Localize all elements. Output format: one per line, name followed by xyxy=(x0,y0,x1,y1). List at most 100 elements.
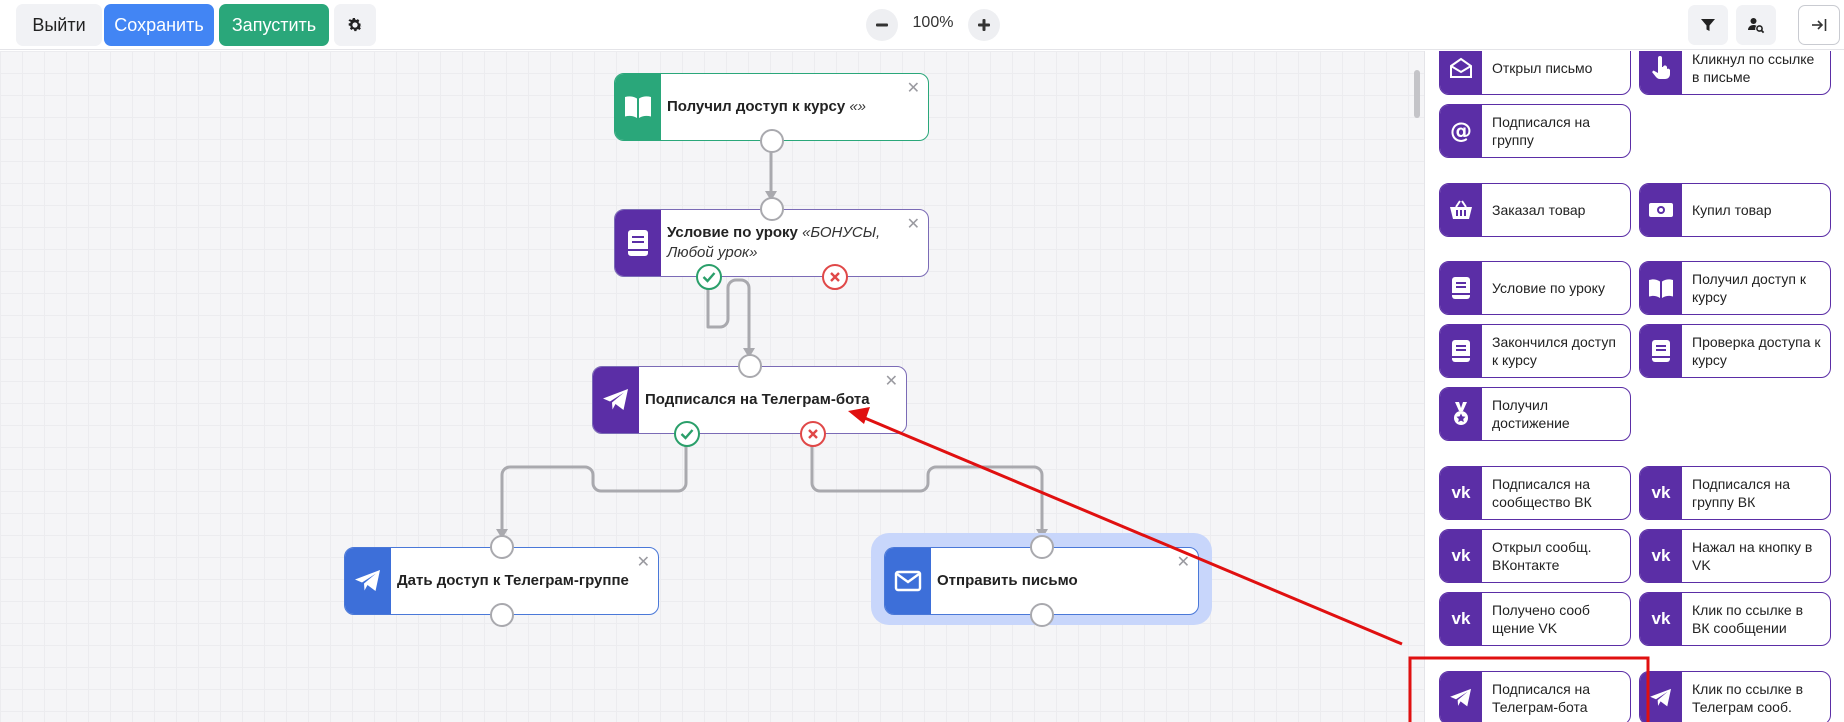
connector-lesson-bot xyxy=(706,278,751,353)
block-vk-message-opened[interactable]: vk Открыл сообщ. ВКонтакте xyxy=(1439,529,1631,583)
vk-icon: vk xyxy=(1651,546,1671,565)
cross-icon xyxy=(830,272,840,282)
block-icon: vk xyxy=(1440,530,1482,582)
block-bought-product[interactable]: Купил товар xyxy=(1639,183,1831,237)
no-port[interactable] xyxy=(822,264,848,290)
vk-icon: vk xyxy=(1451,546,1471,565)
block-label: Получено сооб щение VK xyxy=(1492,602,1590,636)
node-icon xyxy=(615,210,661,276)
book-icon xyxy=(628,230,648,256)
blocks-sidebar[interactable]: Открыл письмо Кликнул по ссылке в письме… xyxy=(1424,51,1844,722)
workflow-canvas[interactable]: Получил доступ к курсу «» ✕ Условие по у… xyxy=(0,51,1424,722)
block-label: Клик по ссылке в Телеграм сооб. xyxy=(1692,681,1804,715)
block-lesson-condition[interactable]: Условие по уроку xyxy=(1439,261,1631,315)
block-icon xyxy=(1440,262,1482,314)
close-icon[interactable]: ✕ xyxy=(636,552,650,571)
node-lesson-condition[interactable]: Условие по уроку «БОНУСЫ, Любой урок» ✕ xyxy=(614,197,929,290)
block-vk-group-subscribed[interactable]: vk Подписался на группу ВК xyxy=(1639,466,1831,520)
hand-click-icon xyxy=(1652,56,1670,79)
block-icon xyxy=(1440,325,1482,377)
node-icon xyxy=(593,367,639,433)
zoom-out-button[interactable] xyxy=(866,9,898,41)
open-book-icon xyxy=(625,96,651,118)
filter-icon xyxy=(1701,19,1715,31)
input-port[interactable] xyxy=(490,535,514,559)
node-telegram-bot-subscribed[interactable]: Подписался на Телеграм-бота ✕ xyxy=(592,354,907,447)
block-icon xyxy=(1440,388,1482,440)
exit-button[interactable]: Выйти xyxy=(16,4,102,46)
block-label: Открыл сообщ. ВКонтакте xyxy=(1492,539,1592,573)
node-detail: «» xyxy=(849,98,867,115)
no-port[interactable] xyxy=(800,421,826,447)
block-label: Заказал товар xyxy=(1492,202,1586,218)
block-achievement[interactable]: Получил достижение xyxy=(1439,387,1631,441)
block-vk-community-subscribed[interactable]: vk Подписался на сообщество ВК xyxy=(1439,466,1631,520)
canvas-scrollbar-thumb[interactable] xyxy=(1414,70,1420,118)
yes-port[interactable] xyxy=(696,264,722,290)
connector-bot-group xyxy=(500,433,688,534)
close-icon[interactable]: ✕ xyxy=(906,214,920,233)
book-icon xyxy=(1452,340,1470,362)
block-icon: vk xyxy=(1640,593,1682,645)
save-button[interactable]: Сохранить xyxy=(104,4,214,46)
output-port[interactable] xyxy=(490,603,514,627)
vk-icon: vk xyxy=(1651,609,1671,628)
toolbar: Выйти Сохранить Запустить 100% xyxy=(0,0,1844,50)
canvas-scrollbar[interactable] xyxy=(1410,51,1422,722)
vk-icon: vk xyxy=(1451,483,1471,502)
input-port[interactable] xyxy=(760,197,784,221)
block-course-access-ended[interactable]: Закончился доступ к курсу xyxy=(1439,324,1631,378)
settings-button[interactable] xyxy=(334,4,376,46)
close-icon[interactable]: ✕ xyxy=(906,78,920,97)
zoom-in-button[interactable] xyxy=(968,9,1000,41)
node-telegram-group-access[interactable]: Дать доступ к Телеграм-группе ✕ xyxy=(344,535,659,627)
output-port[interactable] xyxy=(1030,603,1054,627)
block-ordered-product[interactable]: Заказал товар xyxy=(1439,183,1631,237)
block-course-access-check[interactable]: Проверка доступа к курсу xyxy=(1639,324,1831,378)
block-label: Купил товар xyxy=(1692,202,1772,218)
node-icon xyxy=(885,548,931,614)
node-course-access[interactable]: Получил доступ к курсу «» ✕ xyxy=(614,73,929,153)
input-port[interactable] xyxy=(738,354,762,378)
block-icon xyxy=(1640,325,1682,377)
plus-icon xyxy=(978,19,990,31)
vk-icon: vk xyxy=(1651,483,1671,502)
block-icon: @ xyxy=(1440,105,1482,157)
node-text: Подписался на Телеграм-бота xyxy=(645,367,882,433)
block-vk-button-pressed[interactable]: vk Нажал на кнопку в VK xyxy=(1639,529,1831,583)
node-title: Условие по уроку xyxy=(667,224,798,241)
block-vk-link-click[interactable]: vk Клик по ссылке в ВК сообщении xyxy=(1639,592,1831,646)
block-icon xyxy=(1640,184,1682,236)
collapse-panel-button[interactable] xyxy=(1798,5,1840,45)
input-port[interactable] xyxy=(1030,535,1054,559)
yes-port[interactable] xyxy=(674,421,700,447)
telegram-icon xyxy=(1450,688,1471,707)
block-telegram-bot-subscribed[interactable]: Подписался на Телеграм-бота xyxy=(1439,671,1631,722)
user-search-button[interactable] xyxy=(1736,5,1776,45)
node-icon xyxy=(345,548,391,614)
block-label: Кликнул по ссылке в письме xyxy=(1692,51,1815,85)
money-icon xyxy=(1649,203,1673,217)
block-telegram-link-click[interactable]: Клик по ссылке в Телеграм сооб. xyxy=(1639,671,1831,722)
basket-icon xyxy=(1450,200,1472,219)
block-clicked-email-link[interactable]: Кликнул по ссылке в письме xyxy=(1639,51,1831,95)
envelope-icon xyxy=(894,570,922,592)
book-icon xyxy=(1452,277,1470,299)
output-port[interactable] xyxy=(760,129,784,153)
block-icon xyxy=(1640,262,1682,314)
close-icon[interactable]: ✕ xyxy=(1176,552,1190,571)
node-send-email[interactable]: Отправить письмо ✕ xyxy=(884,535,1199,627)
run-button[interactable]: Запустить xyxy=(219,4,329,46)
block-subscribed-group[interactable]: @ Подписался на группу xyxy=(1439,104,1631,158)
block-vk-message-received[interactable]: vk Получено сооб щение VK xyxy=(1439,592,1631,646)
close-icon[interactable]: ✕ xyxy=(884,371,898,390)
filter-button[interactable] xyxy=(1688,5,1728,45)
block-opened-email[interactable]: Открыл письмо xyxy=(1439,51,1631,95)
node-text: Условие по уроку «БОНУСЫ, Любой урок» xyxy=(667,210,904,276)
block-course-access[interactable]: Получил доступ к курсу xyxy=(1639,261,1831,315)
block-icon: vk xyxy=(1440,467,1482,519)
block-icon xyxy=(1440,184,1482,236)
block-label: Получил доступ к курсу xyxy=(1692,271,1807,305)
arrowhead-lesson xyxy=(765,191,777,201)
check-icon xyxy=(680,429,694,440)
